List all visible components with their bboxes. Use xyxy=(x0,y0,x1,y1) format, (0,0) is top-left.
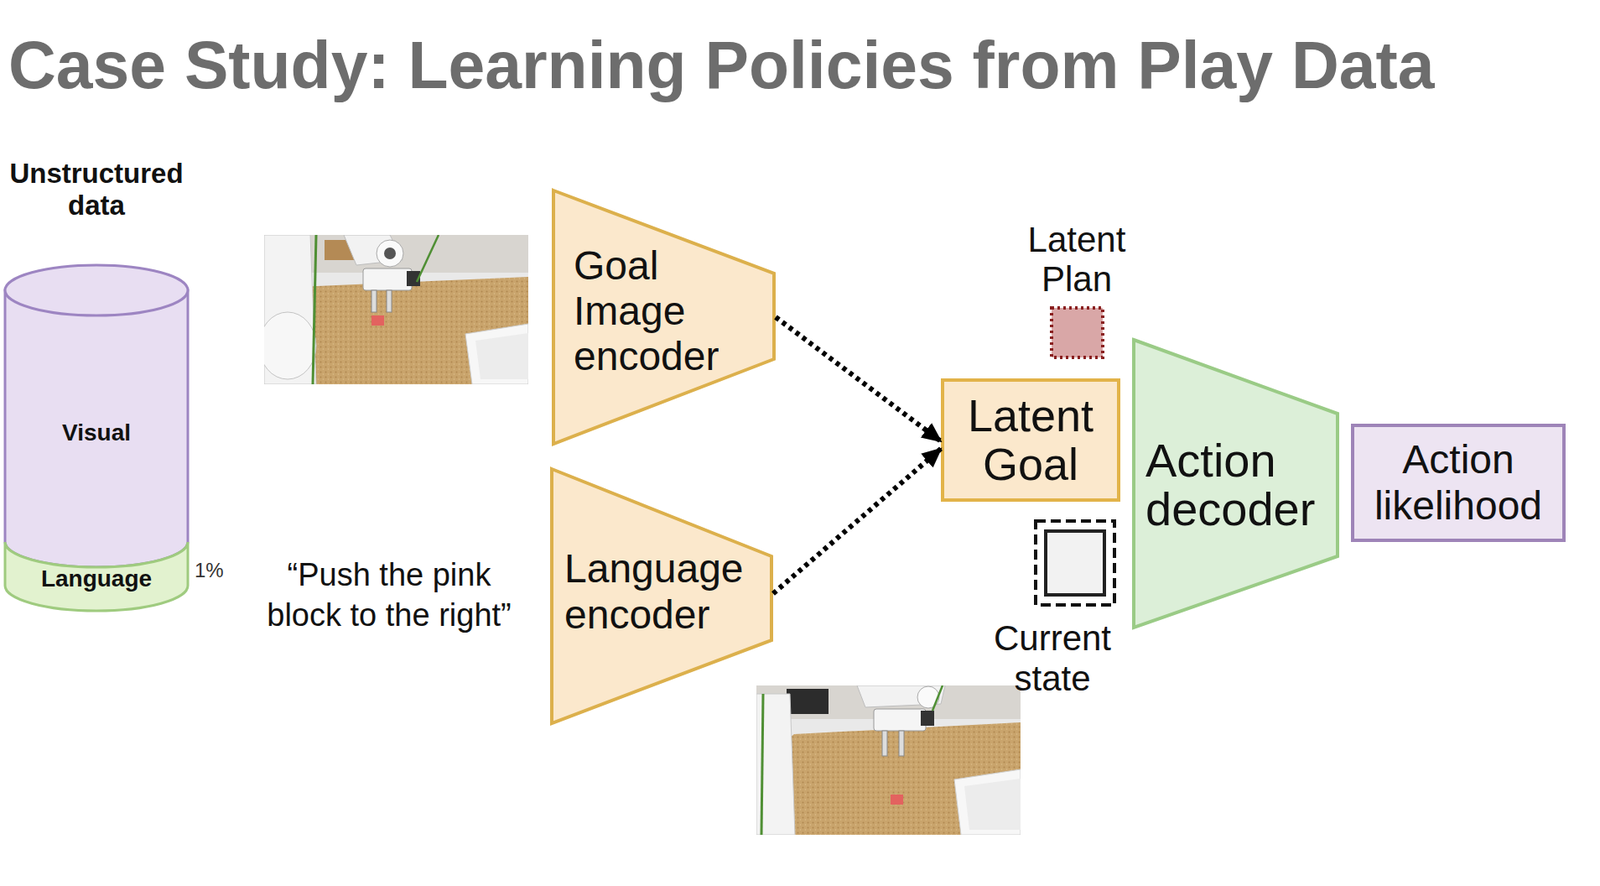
current-photo xyxy=(756,685,1021,835)
encoder-label: Goal Image encoder xyxy=(573,243,742,380)
language-band: Language xyxy=(3,533,190,613)
instruction-quote: “Push the pink block to the right” xyxy=(254,554,524,635)
current-state-square: Current state xyxy=(1033,519,1117,607)
data-store-cylinder: Unstructured dataVisualLanguage xyxy=(3,264,190,613)
encoder-label: Language encoder xyxy=(564,545,762,638)
slide-title: Case Study: Learning Policies from Play … xyxy=(8,25,1434,106)
decoder-trapezoid: Action decoder xyxy=(1132,337,1340,629)
output-box: Action likelihood xyxy=(1350,423,1566,542)
latent-goal-box: Latent Goal xyxy=(940,378,1121,502)
dotted-arrow xyxy=(775,316,941,442)
goal-photo xyxy=(264,234,529,385)
store-heading: Unstructured data xyxy=(0,157,198,222)
latent-plan-label: Latent Plan xyxy=(1001,219,1153,299)
current-state-label: Current state xyxy=(976,618,1128,699)
output-label: Action likelihood xyxy=(1350,436,1566,529)
encoder-trapezoid: Goal Image encoder xyxy=(551,188,776,446)
store-part-label: Language xyxy=(3,563,190,594)
percent-note: 1% xyxy=(194,557,224,583)
current-state-square-outline xyxy=(1033,519,1117,607)
encoder-trapezoid: Language encoder xyxy=(550,467,774,725)
latent-goal-label: Latent Goal xyxy=(940,390,1121,489)
dotted-arrow xyxy=(773,448,941,594)
latent-plan-square-outline xyxy=(1049,306,1105,359)
store-part-label: Visual xyxy=(3,417,190,448)
latent-plan-square: Latent Plan xyxy=(1049,306,1105,359)
decoder-label: Action decoder xyxy=(1145,436,1335,534)
